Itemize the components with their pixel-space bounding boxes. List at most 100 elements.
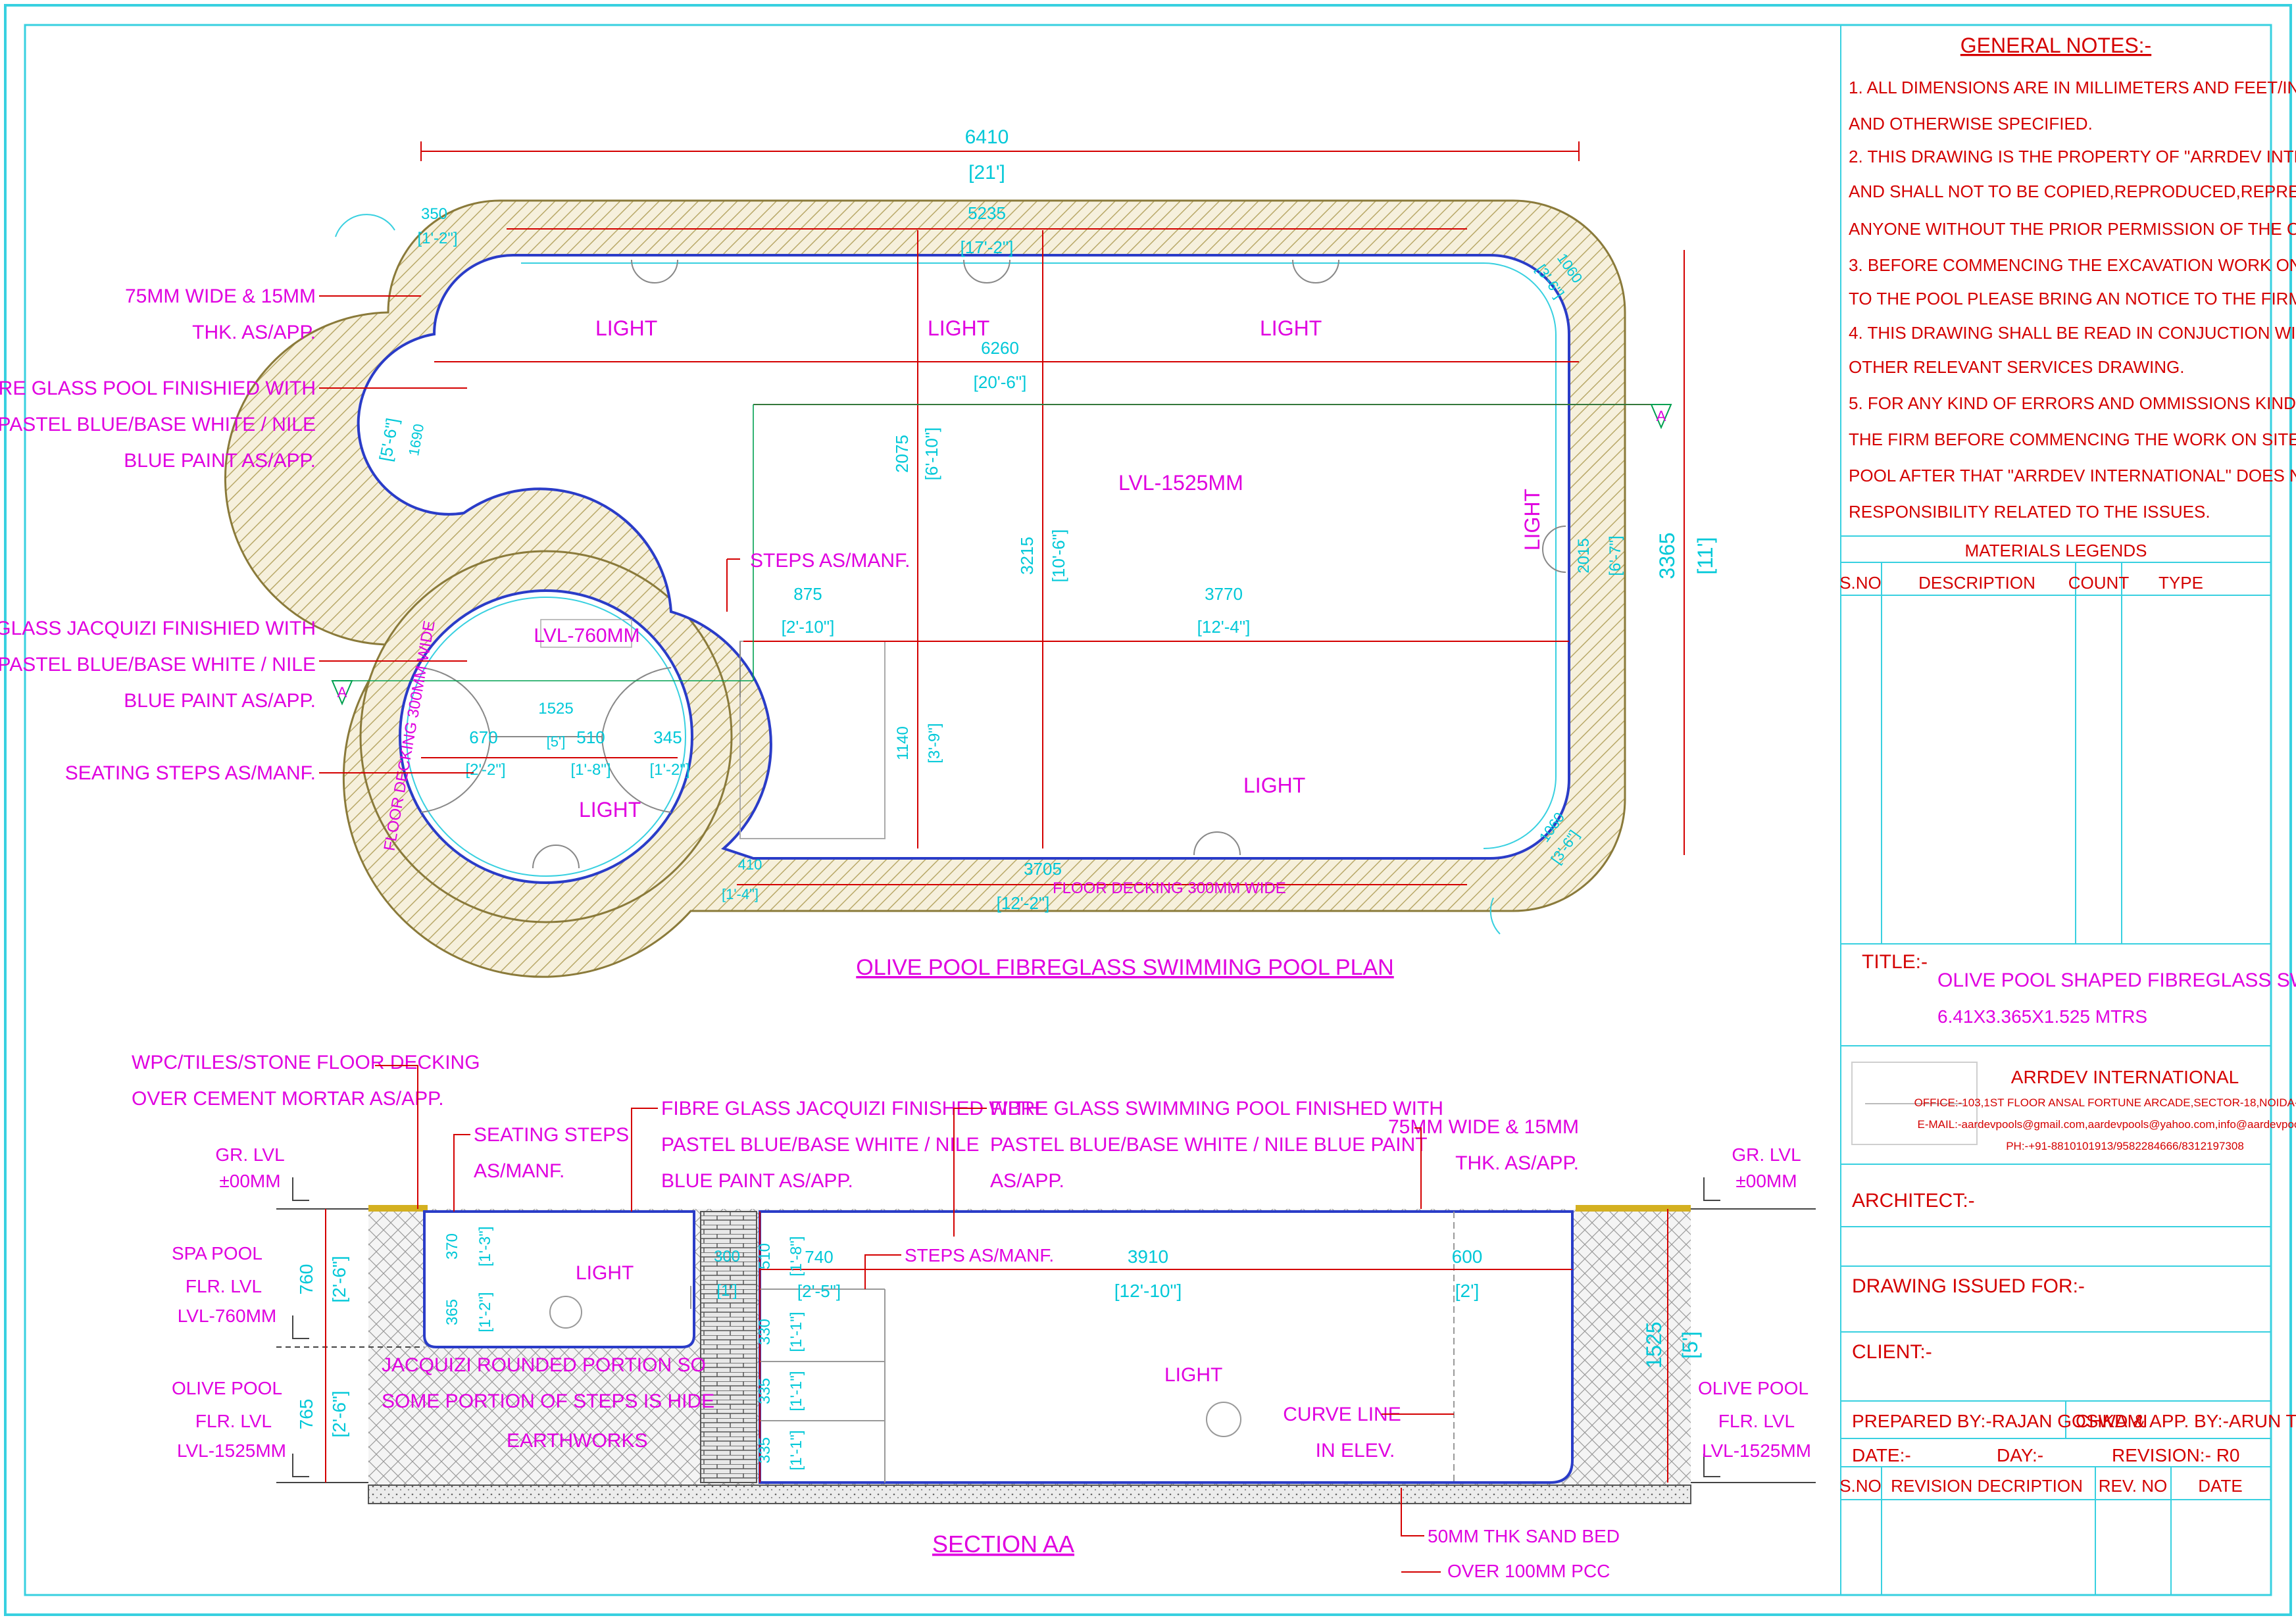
section-label-olive-left-3: LVL-1525MM	[177, 1440, 286, 1461]
revision-label: REVISION:- R0	[2112, 1445, 2239, 1465]
pool-water	[357, 254, 1570, 860]
section-label-olive-left-2: FLR. LVL	[195, 1411, 272, 1431]
section-label-jacuzzi-3: BLUE PAINT AS/APP.	[661, 1170, 853, 1192]
title-line-2: 6.41X3.365X1.525 MTRS	[1937, 1006, 2147, 1027]
note-line: 4. THIS DRAWING SHALL BE READ IN CONJUCT…	[1849, 323, 2296, 343]
plan-dim-1140: 1140	[894, 726, 912, 760]
plan-dim-3365: 3365	[1655, 532, 1679, 579]
sec-dim-330: 330	[756, 1319, 774, 1345]
plan-dim-1-2a: [1'-2"]	[417, 230, 457, 247]
plan-leaders	[319, 295, 740, 773]
date-label: DATE:-	[1852, 1445, 1911, 1465]
section-brick-wall	[700, 1211, 757, 1483]
section-sand-bed	[368, 1485, 1691, 1504]
plan-dim-410: 410	[738, 856, 762, 873]
section-label-gr-right-2: ±00MM	[1735, 1171, 1797, 1191]
general-notes: 1. ALL DIMENSIONS ARE IN MILLIMETERS AND…	[1849, 78, 2296, 522]
section-label-decking-2: OVER CEMENT MORTAR AS/APP.	[132, 1088, 444, 1110]
title-line-1: OLIVE POOL SHAPED FIBREGLASS SWIMMING PO…	[1937, 970, 2296, 991]
note-line: AND SHALL NOT TO BE COPIED,REPRODUCED,RE…	[1849, 182, 2296, 201]
sec-dim-3910: 3910	[1128, 1246, 1168, 1267]
note-line: 3. BEFORE COMMENCING THE EXCAVATION WORK…	[1849, 255, 2296, 275]
plan-dim-2075: 2075	[892, 435, 912, 473]
sec-dim-2-6a: [2'-6"]	[329, 1256, 349, 1302]
plan-label-steps: STEPS AS/MANF.	[750, 550, 910, 572]
note-line: OTHER RELEVANT SERVICES DRAWING.	[1849, 357, 2184, 377]
section-labels: WPC/TILES/STONE FLOOR DECKING OVER CEMEN…	[132, 1052, 1811, 1581]
section-label-seating-2: AS/MANF.	[474, 1160, 564, 1182]
plan-dim-875: 875	[793, 584, 822, 604]
plan-dim-6-10: [6'-10"]	[922, 428, 941, 481]
plan-section-mark-right: A	[1657, 408, 1666, 424]
sec-dim-335a: 335	[756, 1378, 774, 1404]
note-line: ANYONE WITHOUT THE PRIOR PERMISSION OF T…	[1849, 219, 2296, 239]
checked-by: CHKD & APP. BY:-ARUN TYAGI	[2076, 1411, 2296, 1431]
note-line: RESPONSIBILITY RELATED TO THE ISSUES.	[1849, 502, 2210, 522]
plan-dim-345: 345	[653, 727, 682, 747]
note-line: 1. ALL DIMENSIONS ARE IN MILLIMETERS AND…	[1849, 78, 2296, 97]
plan-label-light-6: LIGHT	[579, 798, 641, 822]
rev-col-no: REV. NO	[2099, 1476, 2168, 1496]
company-name: ARRDEV INTERNATIONAL	[2011, 1067, 2239, 1087]
section-label-curve-1: CURVE LINE	[1283, 1404, 1401, 1425]
section-leaders	[375, 1065, 1454, 1573]
plan-dim-670: 670	[469, 727, 497, 747]
plan-dim-2-2: [2'-2"]	[465, 761, 505, 779]
note-line: THE FIRM BEFORE COMMENCING THE WORK ON S…	[1849, 430, 2296, 449]
plan-label-jacuzzi-3: BLUE PAINT AS/APP.	[124, 690, 316, 712]
plan-label-light-2: LIGHT	[928, 316, 989, 340]
plan-label-coping-1: 75MM WIDE & 15MM	[125, 285, 316, 307]
section-label-coping-1: 75MM WIDE & 15MM	[1388, 1116, 1579, 1138]
section-label-olive-left-1: OLIVE POOL	[172, 1378, 282, 1398]
section-title: SECTION AA	[932, 1531, 1074, 1558]
company-office: OFFICE:-103,1ST FLOOR ANSAL FORTUNE ARCA…	[1914, 1096, 2296, 1109]
plan-title: OLIVE POOL FIBREGLASS SWIMMING POOL PLAN	[856, 955, 1393, 980]
section-label-olive-right-2: FLR. LVL	[1718, 1411, 1795, 1431]
sec-dim-510: 510	[756, 1243, 774, 1269]
mat-col-desc: DESCRIPTION	[1918, 573, 2035, 593]
prepared-by: PREPARED BY:-RAJAN GOSWAMI	[1852, 1411, 2148, 1431]
plan-dim-3770: 3770	[1205, 584, 1243, 604]
section-label-gr-left-2: ±00MM	[219, 1171, 280, 1191]
section-label-curve-2: IN ELEV.	[1316, 1440, 1395, 1461]
note-line: 5. FOR ANY KIND OF ERRORS AND OMMISSIONS…	[1849, 393, 2296, 413]
section-label-earth: EARTHWORKS	[507, 1430, 647, 1452]
plan-label-light-4: LIGHT	[1520, 489, 1544, 551]
plan-dim-11ft: [11']	[1693, 537, 1717, 574]
plan-section-mark-left: A	[337, 684, 347, 700]
section-label-gr-left-1: GR. LVL	[215, 1144, 284, 1165]
note-line: POOL AFTER THAT "ARRDEV INTERNATIONAL" D…	[1849, 466, 2296, 485]
plan-dim-20-6: [20'-6"]	[974, 372, 1027, 392]
plan-dim-10-6: [10'-6"]	[1049, 529, 1068, 583]
plan-label-light-3: LIGHT	[1260, 316, 1322, 340]
plan-dim-5ft: [5']	[547, 733, 566, 750]
plan-label-light-1: LIGHT	[595, 316, 657, 340]
plan-label-lvl-pool: LVL-1525MM	[1118, 471, 1243, 495]
sec-dim-5ft: [5']	[1678, 1331, 1702, 1359]
sec-dim-2-5: [2'-5"]	[797, 1281, 841, 1301]
plan-dim-17-2: [17'-2"]	[961, 237, 1014, 257]
note-line: TO THE POOL PLEASE BRING AN NOTICE TO TH…	[1849, 289, 2296, 308]
sec-dim-765: 765	[296, 1399, 316, 1430]
sheet-border	[4, 4, 2292, 1616]
sec-dim-1-1a: [1'-1"]	[787, 1312, 805, 1352]
section-label-decking-1: WPC/TILES/STONE FLOOR DECKING	[132, 1052, 480, 1073]
sec-dim-760: 760	[296, 1264, 316, 1295]
plan-dim-21ft: [21']	[968, 162, 1005, 184]
plan-label-lvl-spa: LVL-760MM	[534, 625, 639, 647]
section-label-seating-1: SEATING STEPS	[474, 1124, 629, 1146]
pool-plan	[224, 141, 1685, 978]
plan-dim-1-4: [1'-4"]	[722, 886, 759, 902]
company-phone: PH:-+91-8810101913/9582284666/8312197308	[2006, 1140, 2244, 1152]
section-label-steps: STEPS AS/MANF.	[905, 1245, 1054, 1265]
rev-col-date: DATE	[2198, 1476, 2242, 1496]
sec-dim-1-8: [1'-8"]	[787, 1236, 805, 1276]
mat-col-count: COUNT	[2068, 573, 2130, 593]
mat-col-type: TYPE	[2159, 573, 2203, 593]
sec-dim-300: 300	[714, 1248, 740, 1265]
sec-dim-2ft: [2']	[1455, 1281, 1479, 1301]
plan-dim-3215: 3215	[1017, 537, 1037, 575]
plan-dim-6260: 6260	[981, 338, 1019, 358]
notes-title: GENERAL NOTES:-	[1960, 34, 2151, 57]
